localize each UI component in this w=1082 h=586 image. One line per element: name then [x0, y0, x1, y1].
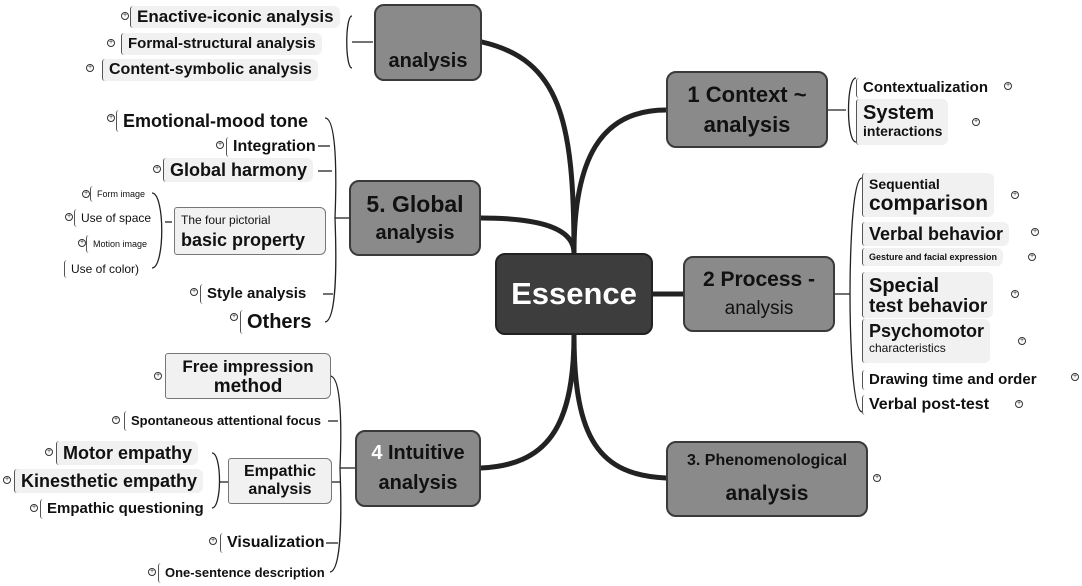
leaf-others[interactable]: Others	[240, 310, 317, 334]
leaf-special-test-behavior[interactable]: Special test behavior	[862, 272, 994, 318]
leaf-spontaneous-focus[interactable]: Spontaneous attentional focus	[124, 411, 327, 431]
intuitive-analysis-node[interactable]: 4 Intuitive analysis	[355, 430, 481, 507]
leaf-empathic-questioning[interactable]: Empathic questioning	[40, 499, 210, 519]
expand-icon[interactable]: +	[30, 504, 38, 512]
essence-node[interactable]: Essence	[495, 253, 653, 335]
leaf-enactive-iconic[interactable]: Enactive-iconic analysis	[130, 6, 340, 28]
expand-icon[interactable]: +	[1011, 191, 1019, 199]
leaf-motor-empathy[interactable]: Motor empathy	[56, 441, 199, 465]
context-analysis-node[interactable]: 1 Context ~ analysis	[666, 71, 828, 148]
expand-icon[interactable]: +	[1018, 337, 1026, 345]
expand-icon[interactable]: +	[78, 239, 86, 247]
expand-icon[interactable]: +	[65, 213, 73, 221]
expand-icon[interactable]: +	[190, 288, 198, 296]
expand-icon[interactable]: +	[1031, 228, 1039, 236]
expand-icon[interactable]: +	[153, 165, 161, 173]
expand-icon[interactable]: +	[82, 190, 90, 198]
intuitive-number: 4	[371, 442, 383, 464]
leaf-style-analysis[interactable]: Style analysis	[200, 284, 312, 304]
global-analysis-node[interactable]: 5. Global analysis	[349, 180, 481, 256]
leaf-drawing-time[interactable]: Drawing time and order	[862, 370, 1043, 390]
leaf-four-pictorial[interactable]: The four pictorial basic property	[174, 207, 326, 255]
expand-icon[interactable]: +	[86, 64, 94, 72]
leaf-verbal-behavior[interactable]: Verbal behavior	[862, 222, 1010, 246]
expand-icon[interactable]: +	[154, 372, 162, 380]
expand-icon[interactable]: +	[972, 118, 980, 126]
expand-icon[interactable]: +	[45, 448, 53, 456]
expand-icon[interactable]: +	[107, 39, 115, 47]
expand-icon[interactable]: +	[1004, 82, 1012, 90]
leaf-global-harmony[interactable]: Global harmony	[163, 158, 314, 182]
expand-icon[interactable]: +	[216, 141, 224, 149]
top-analysis-label: analysis	[388, 50, 468, 72]
leaf-content-symbolic[interactable]: Content-symbolic analysis	[102, 59, 318, 81]
leaf-use-of-space[interactable]: Use of space	[74, 209, 157, 227]
expand-icon[interactable]: +	[230, 313, 238, 321]
leaf-use-of-color[interactable]: Use of color)	[64, 260, 145, 278]
process-analysis-node[interactable]: 2 Process - analysis	[683, 256, 835, 332]
leaf-visualization[interactable]: Visualization	[220, 533, 331, 553]
expand-icon[interactable]: +	[3, 476, 11, 484]
leaf-integration[interactable]: Integration	[226, 137, 322, 157]
expand-icon[interactable]: +	[1015, 400, 1023, 408]
expand-icon[interactable]: +	[873, 474, 881, 482]
leaf-gesture-facial[interactable]: Gesture and facial expression	[862, 248, 1004, 266]
leaf-motion-image[interactable]: Motion image	[86, 235, 153, 253]
leaf-sequential-comparison[interactable]: Sequential comparison	[862, 173, 995, 217]
leaf-formal-structural[interactable]: Formal-structural analysis	[121, 33, 322, 55]
expand-icon[interactable]: +	[107, 114, 115, 122]
leaf-form-image[interactable]: Form image	[90, 186, 151, 202]
essence-label: Essence	[511, 276, 637, 311]
phenomenological-analysis-node[interactable]: 3. Phenomenological analysis	[666, 441, 868, 517]
expand-icon[interactable]: +	[1028, 253, 1036, 261]
leaf-psychomotor[interactable]: Psychomotor characteristics	[862, 319, 991, 363]
leaf-free-impression[interactable]: Free impression method	[165, 353, 331, 399]
expand-icon[interactable]: +	[1011, 290, 1019, 298]
expand-icon[interactable]: +	[148, 568, 156, 576]
expand-icon[interactable]: +	[1071, 373, 1079, 381]
leaf-verbal-post-test[interactable]: Verbal post-test	[862, 395, 995, 415]
leaf-emotional-mood[interactable]: Emotional-mood tone	[116, 110, 314, 132]
leaf-empathic-analysis[interactable]: Empathic analysis	[228, 458, 332, 504]
top-analysis-node[interactable]: analysis	[374, 4, 482, 81]
leaf-kinesthetic-empathy[interactable]: Kinesthetic empathy	[14, 469, 204, 493]
expand-icon[interactable]: +	[121, 12, 129, 20]
leaf-system-interactions[interactable]: System interactions	[856, 99, 949, 145]
expand-icon[interactable]: +	[112, 416, 120, 424]
leaf-contextualization[interactable]: Contextualization	[856, 78, 994, 98]
leaf-one-sentence[interactable]: One-sentence description	[158, 563, 331, 583]
expand-icon[interactable]: +	[209, 537, 217, 545]
